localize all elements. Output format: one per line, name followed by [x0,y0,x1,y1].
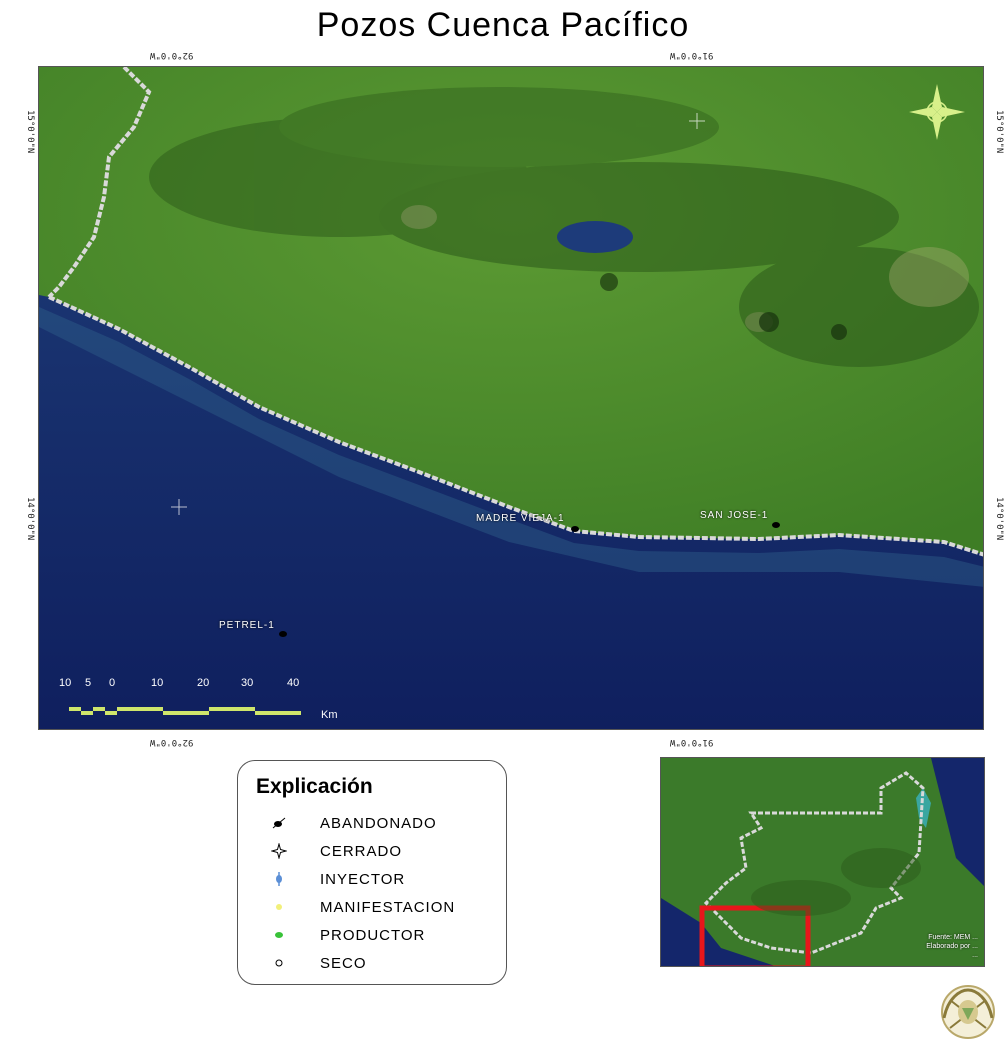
legend-item-abandonado: ABANDONADO [268,809,436,837]
main-map[interactable]: MADRE VIEJA-1 SAN JOSE-1 PETREL-1 10 5 0… [38,66,984,730]
coord-label-top-right: 91°0'0"W [670,50,714,60]
inset-credit-line: ... [972,952,978,959]
closed-well-icon [268,843,290,859]
producer-icon [268,927,290,943]
legend-item-cerrado: CERRADO [268,837,401,865]
study-area-frame [699,905,811,966]
abandoned-well-icon[interactable] [772,522,780,528]
coord-label-bottom-right: 91°0'0"W [670,737,714,747]
injector-well-icon [268,871,290,887]
terrain-highlights [401,205,969,332]
scale-tick-label: 10 [59,677,72,689]
inset-credit: Fuente: MEM ... Elaborado por ... ... [828,933,978,960]
coord-label-left-top: 15°0'0"N [25,110,35,154]
well-label-petrel[interactable]: PETREL-1 [219,620,275,631]
legend-box: Explicación ABANDONADO CERRADO INYECTOR … [237,760,507,985]
scale-unit: Km [321,709,338,721]
abandoned-well-icon[interactable] [571,526,579,532]
scale-tick-label: 10 [151,677,164,689]
inset-credit-line: Elaborado por ... [926,943,978,950]
lake [557,221,633,253]
national-seal-icon [930,978,1006,1045]
coord-label-bottom-left: 92°0'0"W [150,737,194,747]
scale-tick-label: 5 [85,677,92,689]
abandoned-well-icon [268,815,290,831]
legend-label: PRODUCTOR [320,926,426,944]
legend-label: MANIFESTACION [320,898,456,916]
scale-tick-label: 40 [287,677,300,689]
coord-label-right-top: 15°0'0"N [994,110,1004,154]
inset-map[interactable]: Fuente: MEM ... Elaborado por ... ... [660,757,985,967]
scale-tick-label: 30 [241,677,254,689]
volcano-peak [600,273,618,291]
inset-credit-line: Fuente: MEM ... [928,934,978,941]
legend-label: INYECTOR [320,870,406,888]
manifestation-icon [268,899,290,915]
well-label-madre-vieja[interactable]: MADRE VIEJA-1 [476,513,565,524]
legend-label: SECO [320,954,367,972]
coastal-shelf [39,307,983,587]
legend-item-seco: SECO [268,949,366,977]
dry-well-icon [268,955,290,971]
coord-label-top-left: 92°0'0"W [150,50,194,60]
scale-bar [69,707,301,715]
guatemala-border [703,771,925,955]
legend-item-manifestacion: MANIFESTACION [268,893,454,921]
coord-label-right-mid: 14°0'0"N [994,497,1004,541]
legend-title: Explicación [256,775,373,798]
map-canvas [39,67,983,729]
graticule-cross [171,113,705,515]
coord-label-left-mid: 14°0'0"N [25,497,35,541]
page-title: Pozos Cuenca Pacífico [316,6,690,44]
scale-tick-label: 20 [197,677,210,689]
legend-label: CERRADO [320,842,403,860]
scale-tick-label: 0 [109,677,116,689]
volcano-peak [759,312,779,332]
legend-item-inyector: INYECTOR [268,865,404,893]
coastline [48,295,983,557]
legend-label: ABANDONADO [320,814,437,832]
western-border [47,67,152,299]
well-label-san-jose[interactable]: SAN JOSE-1 [700,510,769,521]
abandoned-well-icon[interactable] [279,631,287,637]
north-arrow-icon [909,84,965,140]
mountain-shading [149,87,979,367]
volcano-peak [831,324,847,340]
inset-canvas [661,758,984,966]
legend-item-productor: PRODUCTOR [268,921,424,949]
